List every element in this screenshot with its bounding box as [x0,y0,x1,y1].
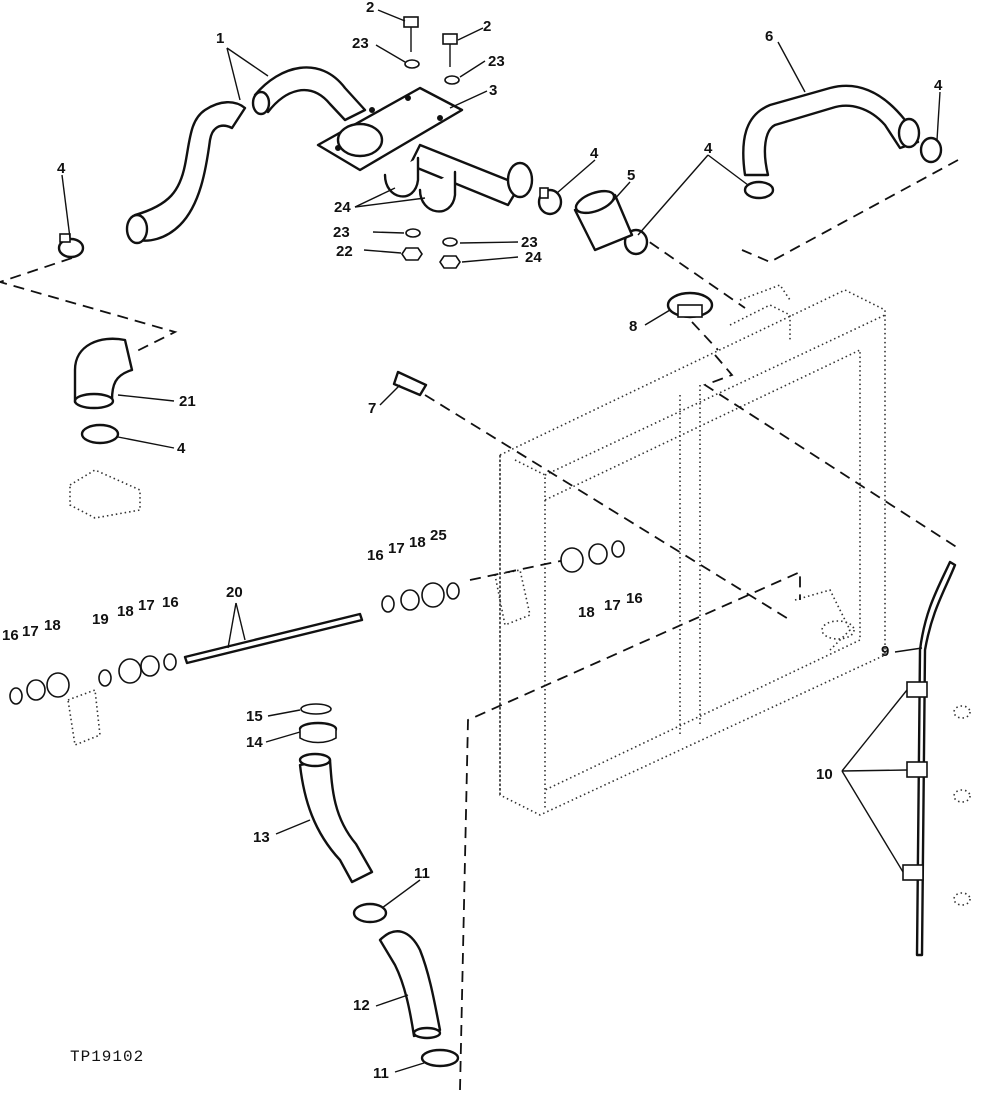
callout-23-upper-right: 23 [488,53,505,70]
hose-clamp-a [57,233,85,259]
callout-18-right: 18 [578,604,595,621]
callout-22: 22 [336,243,353,260]
leader-lines [61,9,941,1073]
adapter-ring [298,721,338,744]
radiator-cap [666,291,714,319]
callout-2-left: 2 [366,0,374,16]
bolt-left [403,16,419,52]
hose-clamp-d [743,180,775,200]
callout-24-nut: 24 [525,249,542,266]
elbow-hose [73,337,134,410]
callout-18-far-left: 18 [44,617,61,634]
callout-20: 20 [226,584,243,601]
callout-1: 1 [216,30,224,47]
callout-4-right: 4 [934,77,943,94]
callout-16-right: 16 [626,590,643,607]
lower-hose [378,930,442,1040]
o-ring [300,703,332,715]
callout-12: 12 [353,997,370,1014]
hose-clamp-b [537,187,563,216]
callout-17-far-left: 17 [22,623,39,640]
callout-17-left: 17 [138,597,155,614]
outlet-boss [69,469,141,519]
callout-21: 21 [179,393,196,410]
callout-15: 14 [246,734,263,751]
callout-16-far-left: 16 [2,627,19,644]
bolt-right [442,33,458,67]
callout-5: 5 [627,167,635,184]
lower-tube [298,752,374,884]
rod-mount-left [67,688,101,747]
callout-18-left: 18 [117,603,134,620]
rod-hardware-middle [381,582,460,613]
callout-7: 7 [368,400,376,417]
callout-14: 15 [246,708,263,725]
callout-16-middle: 16 [367,547,384,564]
hose-clamp-f [80,423,120,445]
lower-clamp-bottom [420,1048,460,1068]
assembly-lines [0,159,959,1091]
drain-fitting [392,370,428,397]
mount-holes [953,705,971,906]
callout-23-lower-right: 23 [521,234,538,251]
callout-3: 3 [489,82,497,99]
callout-24-brackets: 24 [334,199,351,216]
callout-2-right: 2 [483,18,491,35]
thermostat-housing [316,86,534,207]
lower-clamp-upper [352,902,388,924]
rod-hardware-right [560,540,625,573]
upper-hose-assembly [125,66,367,245]
callout-16-left: 16 [162,594,179,611]
callout-17-right: 17 [604,597,621,614]
callout-4-elbow: 4 [177,440,186,457]
callout-4-center: 4 [590,145,599,162]
callout-19: 19 [92,611,109,628]
callout-25: 25 [430,527,447,544]
tube-clips [902,681,928,881]
callout-11-upper: 11 [414,865,430,882]
callout-23-upper-left: 23 [352,35,369,52]
callout-4-mid-right: 4 [704,140,713,157]
callout-9: 9 [881,643,889,660]
hose-clamp-e [919,136,943,164]
figure-reference-code: TP19102 [70,1048,144,1066]
callout-8: 8 [629,318,637,335]
washers-and-nuts [401,59,461,269]
radiator-upper-hose [742,84,921,177]
radiator-outline [494,284,886,816]
stay-rod [183,612,364,665]
callout-13: 13 [253,829,270,846]
callout-labels: 1 2 2 3 4 4 4 4 4 5 6 7 8 9 10 11 11 12 … [2,0,943,1082]
callout-17-middle: 17 [388,540,405,557]
callout-23-lower-left: 23 [333,224,350,241]
callout-18-middle: 18 [409,534,426,551]
callout-11-lower: 11 [373,1065,389,1082]
short-hose [573,189,634,252]
overflow-tube [915,560,957,957]
rod-hardware-left [9,653,177,705]
callout-10: 10 [816,766,833,783]
callout-6: 6 [765,28,773,45]
callout-4-left: 4 [57,160,66,177]
